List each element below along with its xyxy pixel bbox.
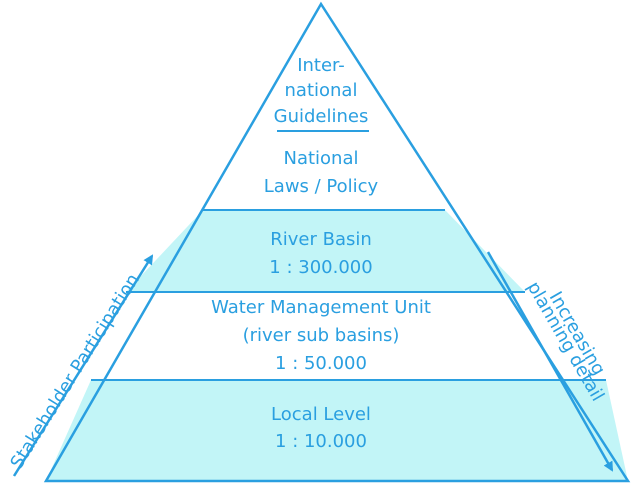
level-band-3 bbox=[126, 210, 525, 292]
planning-detail-arrow bbox=[486, 251, 614, 472]
level-4-line-3: 1 : 50.000 bbox=[275, 353, 367, 374]
level-band-1 bbox=[277, 4, 369, 131]
level-3-line-1: River Basin bbox=[270, 229, 372, 250]
level-band-2 bbox=[203, 131, 445, 210]
level-4-line-2: (river sub basins) bbox=[243, 325, 400, 346]
stakeholder-arrow bbox=[12, 254, 154, 477]
level-band-4 bbox=[91, 292, 606, 380]
level-2-line-1: National bbox=[283, 148, 358, 169]
level-1-line-3: Guidelines bbox=[274, 106, 369, 127]
level-5-line-1: Local Level bbox=[271, 404, 371, 425]
pyramid-outline bbox=[43, 1, 631, 483]
level-1-line-1: Inter- bbox=[297, 55, 345, 76]
level-4-line-1: Water Management Unit bbox=[211, 297, 431, 318]
level-band-5 bbox=[46, 380, 628, 481]
level-1-line-2: national bbox=[285, 80, 358, 101]
level-5-line-2: 1 : 10.000 bbox=[275, 431, 367, 452]
level-3-line-2: 1 : 300.000 bbox=[269, 257, 372, 278]
level-2-line-2: Laws / Policy bbox=[264, 176, 379, 197]
